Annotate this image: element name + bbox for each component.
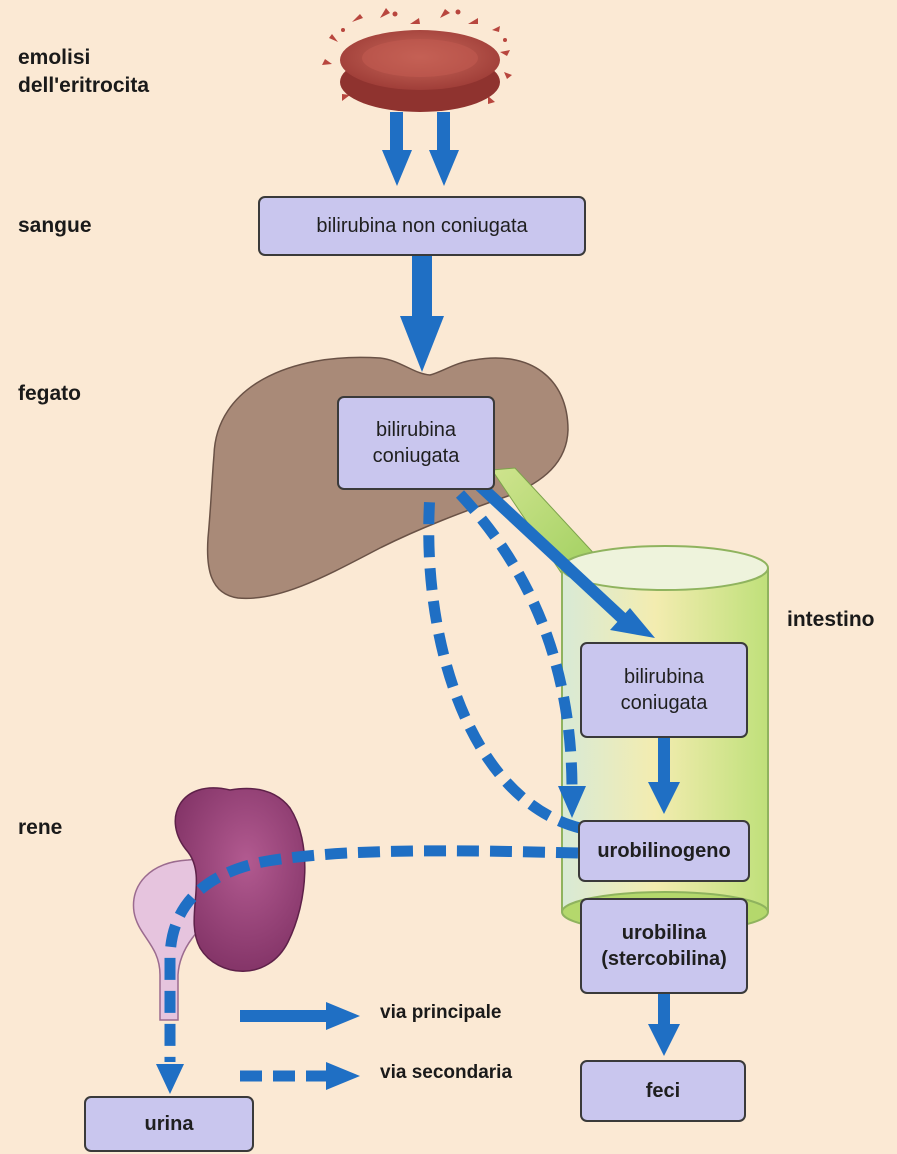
box-urina-text: urina <box>145 1111 194 1137</box>
arrowhead-urine <box>156 1064 184 1094</box>
label-fegato: fegato <box>18 380 81 408</box>
box-bilirubina-non-coniugata: bilirubina non coniugata <box>258 196 586 256</box>
legend-via-secondaria: via secondaria <box>380 1062 512 1084</box>
box-urobilinogeno: urobilinogeno <box>578 820 750 882</box>
box-liver-bilirubina-coniugata-text: bilirubina coniugata <box>373 417 460 469</box>
box-urobilina-text: urobilina (stercobilina) <box>601 920 727 972</box>
box-urobilina: urobilina (stercobilina) <box>580 898 748 994</box>
label-rene: rene <box>18 814 62 842</box>
arrow-cell-to-blood-left <box>382 112 412 186</box>
legend-main-arrow <box>240 1002 360 1030</box>
box-bilirubina-non-coniugata-text: bilirubina non coniugata <box>316 213 527 239</box>
box-intestine-bilirubina-coniugata: bilirubina coniugata <box>580 642 748 738</box>
box-feci-text: feci <box>646 1078 680 1104</box>
box-urobilinogeno-text: urobilinogeno <box>597 838 730 864</box>
label-sangue: sangue <box>18 212 92 240</box>
legend-secondary-arrowhead <box>326 1062 360 1090</box>
legend-via-principale: via principale <box>380 1002 501 1024</box>
label-intestino: intestino <box>787 606 875 634</box>
box-liver-bilirubina-coniugata: bilirubina coniugata <box>337 396 495 490</box>
arrow-urobilin-to-feces <box>648 994 680 1056</box>
box-urina: urina <box>84 1096 254 1152</box>
box-feci: feci <box>580 1060 746 1122</box>
arrow-cell-to-blood-right <box>429 112 459 186</box>
erythrocyte-illustration <box>322 8 512 112</box>
arrow-blood-to-liver <box>400 256 444 372</box>
kidney-illustration <box>133 788 304 1020</box>
label-emolisi: emolisi dell'eritrocita <box>18 44 149 101</box>
box-intestine-bilirubina-coniugata-text: bilirubina coniugata <box>621 664 708 716</box>
